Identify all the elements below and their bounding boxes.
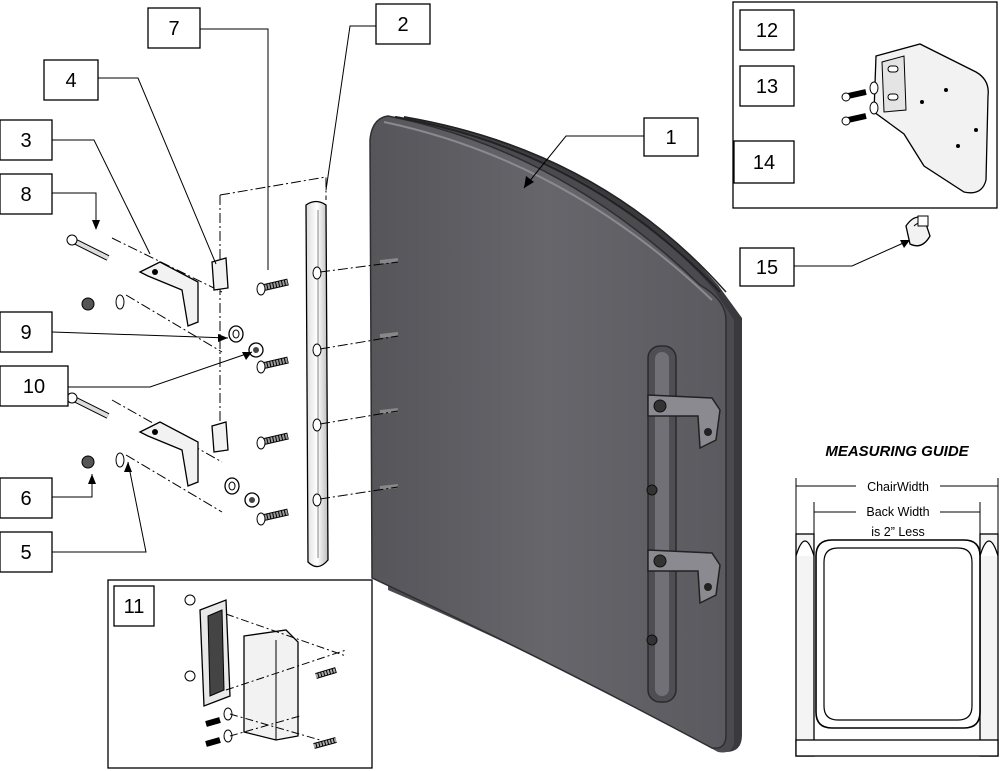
clip-part: [905, 215, 931, 247]
callout-15-label: 15: [756, 257, 778, 279]
long-bolt-lower: [66, 392, 110, 419]
screw-lower-left: [81, 452, 125, 469]
callout-12-label: 12: [756, 20, 778, 42]
callout-7-label: 7: [168, 18, 179, 40]
upper-clip: [211, 257, 229, 291]
inset-mounting-plate: 12 13 14: [732, 1, 998, 209]
callout-8-label: 8: [20, 184, 31, 206]
callout-8: 8: [0, 173, 53, 215]
washer-nut-upper: [228, 325, 264, 358]
callout-6-label: 6: [20, 488, 31, 510]
callout-1: 1: [643, 117, 699, 157]
inset-11: 11: [107, 579, 373, 769]
callout-2: 2: [375, 3, 431, 45]
callout-10: 10: [0, 365, 69, 407]
chair-width-label: ChairWidth: [867, 480, 929, 494]
washer-nut-lower: [224, 477, 260, 508]
back-panel: [369, 115, 742, 753]
back-width-label-line1: Back Width: [866, 505, 929, 519]
callout-6: 6: [0, 477, 53, 519]
long-bolt-upper: [66, 234, 110, 261]
callout-2-label: 2: [397, 14, 408, 36]
callout-3: 3: [0, 119, 53, 161]
callout-9-label: 9: [20, 322, 31, 344]
lower-clip: [211, 421, 229, 453]
callout-11-label: 11: [124, 596, 145, 618]
screw-upper-left: [81, 294, 125, 311]
callout-9: 9: [0, 311, 53, 353]
callout-5-label: 5: [20, 542, 31, 564]
callout-13-label: 13: [756, 76, 778, 98]
callout-5: 5: [0, 531, 53, 573]
back-width-label-line2: is 2” Less: [871, 525, 925, 539]
callout-3-label: 3: [20, 130, 31, 152]
panel-studs: [379, 258, 399, 490]
callout-4-label: 4: [65, 70, 76, 92]
mounted-rail-assembly: [646, 345, 721, 703]
measuring-guide-title: MEASURING GUIDE: [825, 443, 969, 460]
callout-1-label: 1: [665, 127, 676, 149]
upper-bracket: [138, 261, 199, 327]
callout-14-label: 14: [753, 152, 775, 174]
callout-15: 15: [739, 247, 795, 287]
lower-bracket: [138, 421, 199, 487]
mounting-rail: [305, 200, 329, 568]
measuring-guide: MEASURING GUIDE ChairWidth Back Width is…: [795, 443, 999, 757]
callout-7: 7: [147, 7, 201, 49]
rail-screws: [256, 278, 289, 526]
callout-10-label: 10: [23, 376, 45, 398]
callout-4: 4: [43, 59, 99, 101]
